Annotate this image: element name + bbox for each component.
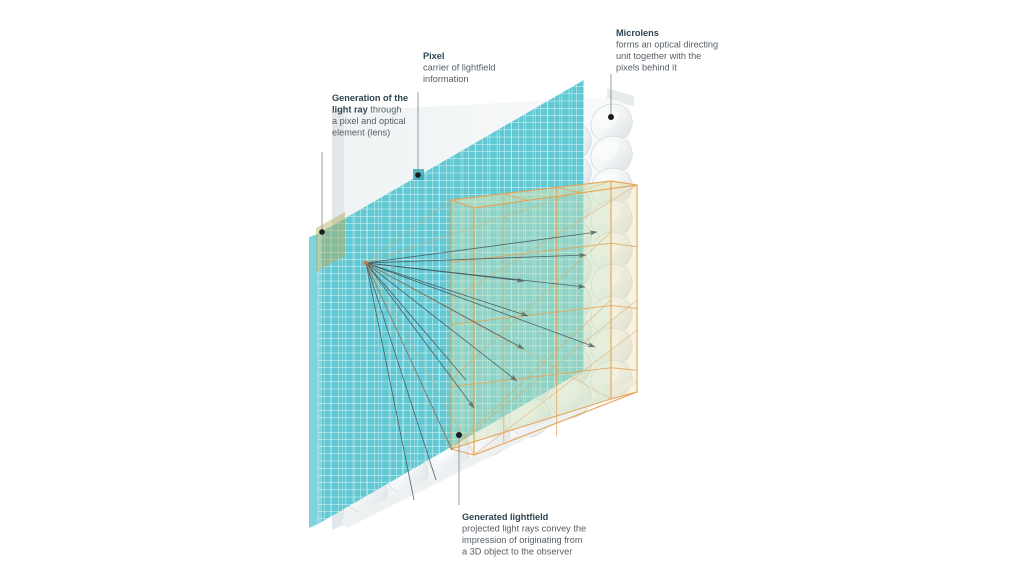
anchor-dot xyxy=(319,229,325,235)
microlens xyxy=(590,327,633,368)
callout-microlens-title: Microlens xyxy=(616,28,659,38)
callout-generation-inline: through xyxy=(368,105,402,115)
array-backing-plate xyxy=(341,88,638,528)
lightfield-guide-ray xyxy=(365,180,612,264)
light-ray xyxy=(365,262,529,317)
lightfield-guide-ray xyxy=(365,262,452,450)
callout-lightfield-body-2: impression of originating from xyxy=(462,535,583,545)
microlens xyxy=(590,167,633,208)
display-stack xyxy=(309,80,638,530)
callout-generation-title: Generation of the xyxy=(332,93,408,103)
lightfield-guide-ray xyxy=(365,199,452,264)
lightfield-guide-ray xyxy=(365,262,475,456)
light-ray xyxy=(365,262,453,451)
callout-lightfield[interactable]: Generated lightfield projected light ray… xyxy=(456,432,586,557)
light-ray xyxy=(365,262,525,350)
light-ray xyxy=(365,262,415,501)
callout-pixel-title: Pixel xyxy=(423,51,444,61)
callout-microlens-body-2: unit together with the xyxy=(616,51,701,61)
callout-generation-title2: light ray xyxy=(332,105,369,115)
light-ray xyxy=(365,262,437,481)
callout-lightfield-title: Generated lightfield xyxy=(462,512,548,522)
callout-microlens-body-3: pixels behind it xyxy=(616,63,677,73)
highlighted-pixel-region xyxy=(316,212,345,272)
callout-lightfield-body-3: a 3D object to the observer xyxy=(462,547,572,557)
light-ray xyxy=(365,262,518,382)
callout-generation-body-1: a pixel and optical xyxy=(332,116,406,126)
light-ray xyxy=(365,262,586,289)
callout-lightfield-body-1: projected light rays convey the xyxy=(462,524,586,534)
lightfield-guide-ray xyxy=(365,262,612,400)
callout-pixel-body-1: carrier of lightfield xyxy=(423,63,496,73)
light-ray xyxy=(365,262,467,381)
anchor-dot xyxy=(415,172,421,178)
light-ray xyxy=(365,230,598,264)
anchor-dot xyxy=(608,114,614,120)
anchor-dot xyxy=(456,432,462,438)
callout-generation-title2-line: light ray through xyxy=(332,105,401,115)
light-ray xyxy=(365,252,587,264)
generated-lightfield-volume xyxy=(450,180,638,456)
light-ray xyxy=(365,262,596,348)
callout-generation[interactable]: Generation of the light ray through a pi… xyxy=(319,93,408,235)
callout-microlens-body-1: forms an optical directing xyxy=(616,40,718,50)
callout-layer: Generation of the light ray through a pi… xyxy=(319,28,718,557)
callout-generation-body-2: element (lens) xyxy=(332,128,390,138)
microlens xyxy=(590,135,633,176)
microlens xyxy=(590,103,633,144)
light-rays xyxy=(365,180,612,501)
microlens xyxy=(590,263,633,304)
callout-pixel[interactable]: Pixel carrier of lightfield information xyxy=(413,51,496,180)
callout-microlens[interactable]: Microlens forms an optical directing uni… xyxy=(608,28,718,120)
microlens xyxy=(590,199,633,240)
light-ray xyxy=(365,262,475,409)
ray-origin-point xyxy=(363,260,369,266)
callout-pixel-body-2: information xyxy=(423,74,468,84)
